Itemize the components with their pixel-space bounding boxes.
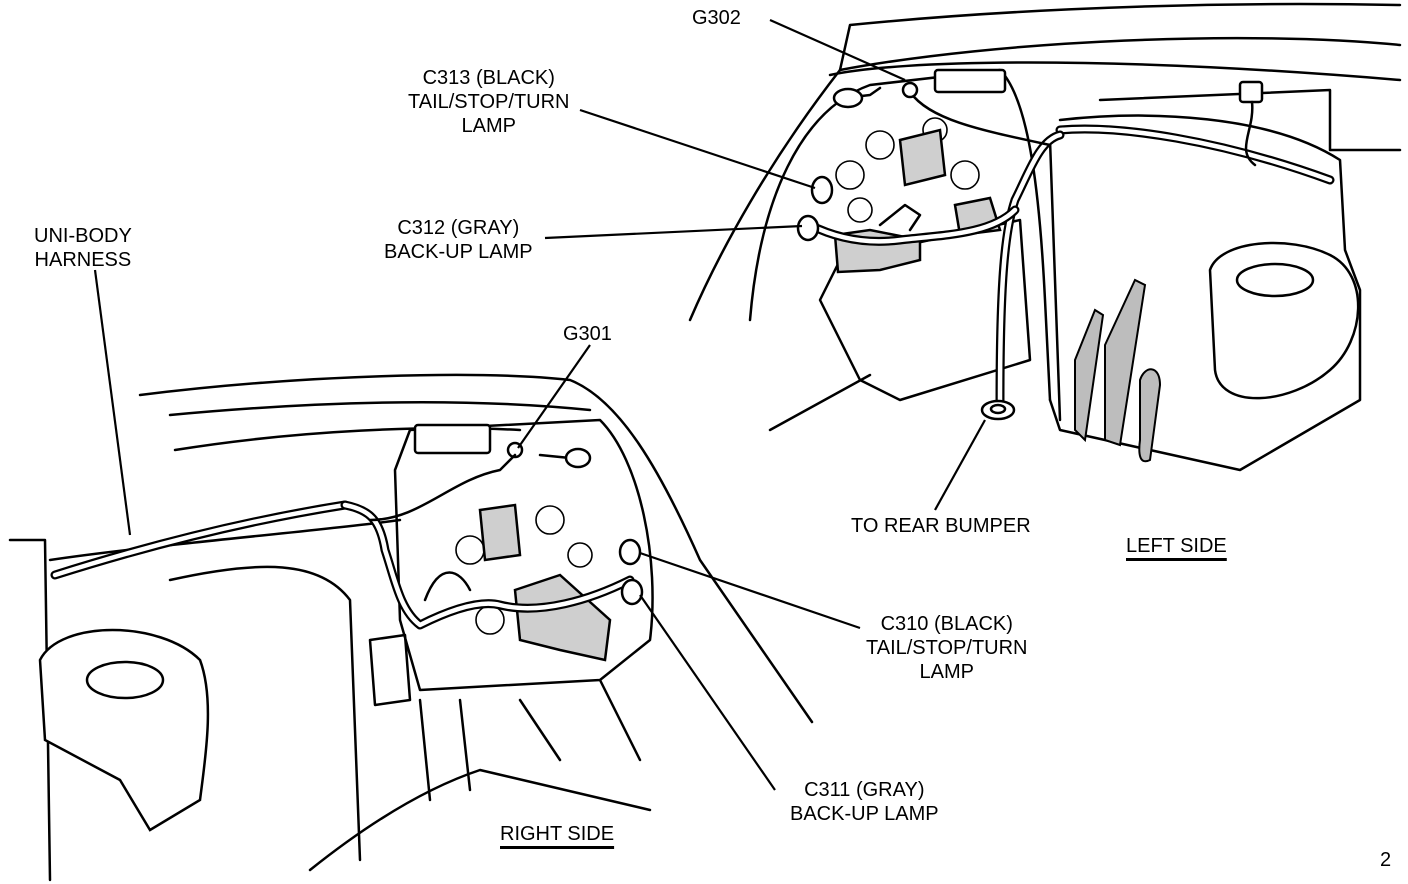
label-to-rear-bumper: TO REAR BUMPER: [851, 514, 1031, 538]
label-c312: C312 (GRAY) BACK-UP LAMP: [384, 216, 533, 264]
label-c313-line2: TAIL/STOP/TURN: [408, 91, 570, 113]
corner-mark: 2: [1380, 848, 1391, 872]
label-right-side-text: RIGHT SIDE: [500, 823, 615, 845]
label-c310: C310 (BLACK) TAIL/STOP/TURN LAMP: [866, 612, 1028, 684]
label-c311-line2: BACK-UP LAMP: [790, 803, 939, 825]
left-side-view: [688, 2, 1402, 472]
label-c311: C311 (GRAY) BACK-UP LAMP: [790, 778, 939, 826]
label-g302: G302: [692, 6, 741, 30]
label-left-side: LEFT SIDE: [1126, 534, 1227, 558]
leader-lines: [93, 18, 986, 791]
label-to-rear-bumper-text: TO REAR BUMPER: [851, 515, 1031, 537]
corner-mark-text: 2: [1380, 849, 1392, 871]
label-unibody-line1: UNI-BODY: [34, 225, 132, 247]
label-right-side: RIGHT SIDE: [500, 822, 614, 846]
label-c313-line1: C313 (BLACK): [422, 67, 555, 89]
label-c311-line1: C311 (GRAY): [804, 779, 925, 801]
label-unibody-line2: HARNESS: [34, 249, 132, 271]
label-left-side-text: LEFT SIDE: [1126, 535, 1227, 557]
label-g301: G301: [563, 322, 612, 346]
label-g301-text: G301: [563, 323, 612, 345]
right-side-view: [8, 373, 814, 882]
label-c310-line2: TAIL/STOP/TURN: [866, 637, 1028, 659]
label-c313: C313 (BLACK) TAIL/STOP/TURN LAMP: [408, 66, 570, 138]
label-unibody-harness: UNI-BODY HARNESS: [34, 224, 132, 272]
label-c312-line1: C312 (GRAY): [397, 217, 520, 239]
label-c310-line1: C310 (BLACK): [880, 613, 1013, 635]
label-c312-line2: BACK-UP LAMP: [384, 241, 533, 263]
label-c313-line3: LAMP: [461, 115, 516, 137]
label-c310-line3: LAMP: [919, 661, 974, 683]
label-g302-text: G302: [692, 7, 741, 29]
